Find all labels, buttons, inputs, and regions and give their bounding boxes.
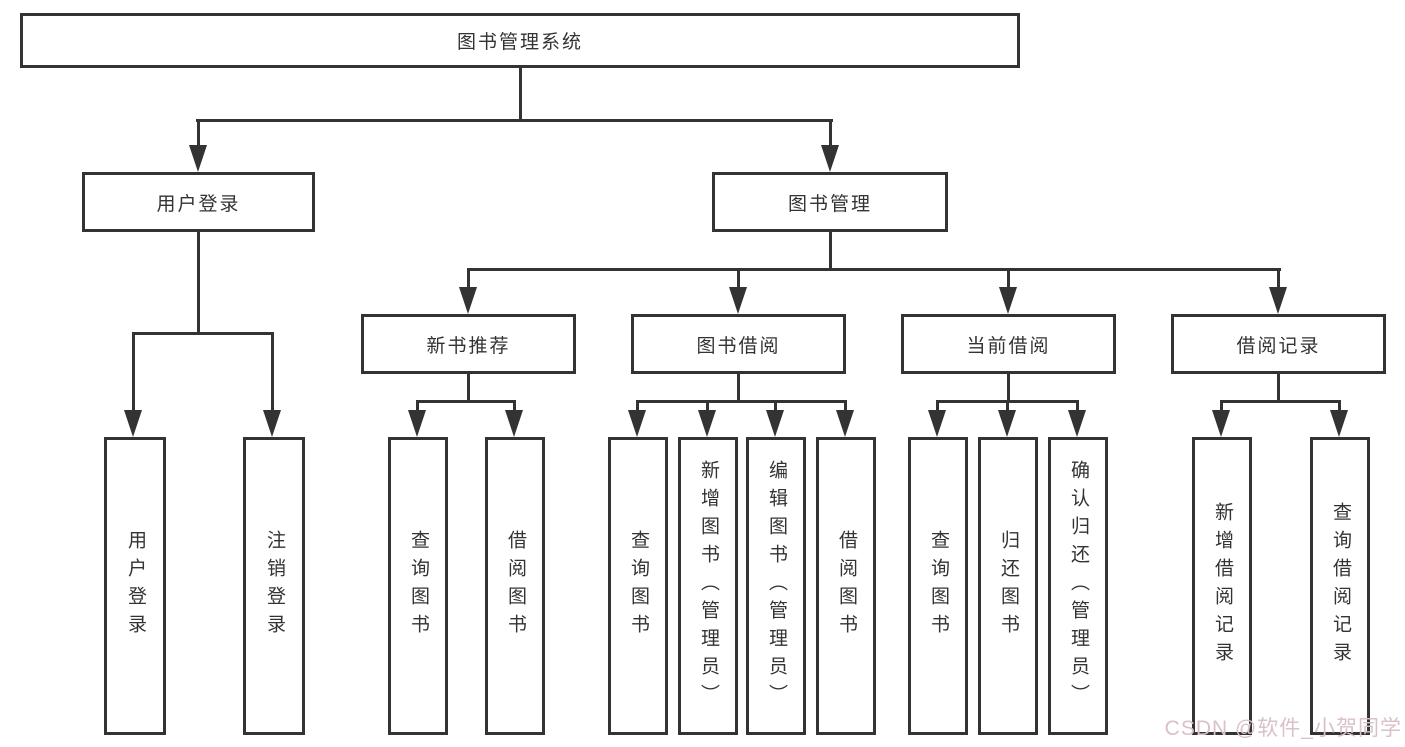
connector-line: [829, 119, 832, 149]
node-label: 借阅图书: [504, 530, 526, 642]
arrow-down-icon: [836, 410, 854, 437]
connector-line: [196, 119, 833, 122]
connector-line: [1007, 374, 1010, 402]
connector-line: [737, 374, 740, 402]
watermark: CSDN @软件_小贺同学: [1164, 717, 1402, 740]
node-label: 查询借阅记录: [1329, 502, 1351, 670]
connector-line: [513, 400, 516, 412]
node-borrowing-records: 借阅记录: [1171, 314, 1386, 374]
leaf-return-book: 归还图书: [978, 437, 1038, 735]
arrow-down-icon: [505, 410, 523, 437]
leaf-borrow-books-borrowing: 借阅图书: [816, 437, 876, 735]
connector-line: [706, 400, 709, 412]
leaf-query-books-recommend: 查询图书: [388, 437, 448, 735]
arrow-down-icon: [766, 410, 784, 437]
node-label: 查询图书: [627, 530, 649, 642]
connector-line: [636, 400, 639, 412]
arrow-down-icon: [729, 287, 747, 314]
node-label: 图书管理: [787, 193, 872, 215]
arrow-down-icon: [408, 410, 426, 437]
node-label: 查询图书: [407, 530, 429, 642]
leaf-borrow-books-recommend: 借阅图书: [485, 437, 545, 735]
node-label: 新书推荐: [426, 335, 511, 357]
node-label: 编辑图书（管理员）: [765, 460, 787, 712]
leaf-add-borrow-record: 新增借阅记录: [1192, 437, 1252, 735]
leaf-add-book-admin: 新增图书（管理员）: [678, 437, 738, 735]
node-label: 图书管理系统: [456, 32, 583, 53]
arrow-down-icon: [999, 287, 1017, 314]
connector-line: [197, 119, 200, 149]
leaf-query-books-current: 查询图书: [908, 437, 968, 735]
connector-line: [132, 332, 274, 335]
leaf-logout: 注销登录: [243, 437, 305, 735]
connector-line: [1006, 400, 1009, 412]
connector-line: [416, 400, 516, 403]
node-label: 用户登录: [124, 530, 146, 642]
node-label: 确认归还（管理员）: [1067, 460, 1089, 712]
connector-line: [467, 374, 470, 402]
arrow-down-icon: [1330, 410, 1348, 437]
connector-line: [467, 268, 470, 289]
node-book-borrowing: 图书借阅: [631, 314, 846, 374]
connector-line: [936, 400, 939, 412]
leaf-query-books-borrowing: 查询图书: [608, 437, 668, 735]
arrow-down-icon: [998, 410, 1016, 437]
node-user-login: 用户登录: [82, 172, 315, 232]
arrow-down-icon: [628, 410, 646, 437]
leaf-confirm-return-admin: 确认归还（管理员）: [1048, 437, 1108, 735]
connector-line: [416, 400, 419, 412]
arrow-down-icon: [698, 410, 716, 437]
node-label: 新增借阅记录: [1211, 502, 1233, 670]
arrow-down-icon: [1269, 287, 1287, 314]
node-current-borrowing: 当前借阅: [901, 314, 1116, 374]
node-label: 图书借阅: [696, 335, 781, 357]
node-book-management: 图书管理: [712, 172, 948, 232]
connector-line: [1007, 268, 1010, 289]
connector-line: [737, 268, 740, 289]
connector-line: [467, 268, 1281, 271]
node-label: 用户登录: [156, 193, 241, 215]
node-label: 查询图书: [927, 530, 949, 642]
node-label: 归还图书: [997, 530, 1019, 642]
leaf-user-login: 用户登录: [104, 437, 166, 735]
connector-line: [774, 400, 777, 412]
node-label: 借阅图书: [835, 530, 857, 642]
arrow-down-icon: [928, 410, 946, 437]
arrow-down-icon: [459, 287, 477, 314]
arrow-down-icon: [821, 145, 839, 172]
connector-line: [1220, 400, 1223, 412]
connector-line: [1277, 374, 1280, 402]
arrow-down-icon: [263, 410, 281, 437]
connector-line: [1076, 400, 1079, 412]
connector-line: [844, 400, 847, 412]
connector-line: [829, 232, 832, 271]
arrow-down-icon: [1212, 410, 1230, 437]
leaf-query-borrow-record: 查询借阅记录: [1310, 437, 1370, 735]
node-label: 注销登录: [263, 530, 285, 642]
node-label: 新增图书（管理员）: [697, 460, 719, 712]
node-new-book-recommendation: 新书推荐: [361, 314, 576, 374]
connector-line: [197, 232, 200, 335]
arrow-down-icon: [1068, 410, 1086, 437]
connector-line: [1277, 268, 1280, 289]
leaf-edit-book-admin: 编辑图书（管理员）: [746, 437, 806, 735]
node-root-book-management-system: 图书管理系统: [20, 13, 1020, 68]
connector-line: [519, 68, 522, 121]
connector-line: [271, 332, 274, 412]
arrow-down-icon: [189, 145, 207, 172]
connector-line: [132, 332, 135, 412]
arrow-down-icon: [124, 410, 142, 437]
node-label: 当前借阅: [966, 335, 1051, 357]
node-label: 借阅记录: [1236, 335, 1321, 357]
connector-line: [1338, 400, 1341, 412]
connector-line: [1220, 400, 1341, 403]
connector-line: [636, 400, 847, 403]
